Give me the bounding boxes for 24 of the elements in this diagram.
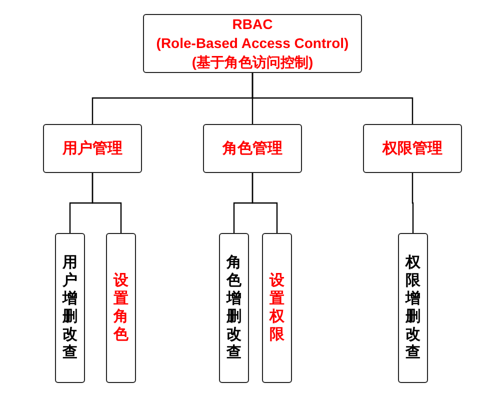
node-text: 权限管理 [382, 138, 442, 158]
node-text: (Role-Based Access Control) [156, 34, 349, 53]
vertical-box [262, 233, 292, 383]
connector-line [252, 173, 278, 233]
vertical-box [106, 233, 136, 383]
process-box [43, 124, 142, 173]
node-text: 用户增删改查 [62, 254, 78, 362]
vertical-box [55, 233, 85, 383]
node-text: 权限增删改查 [406, 254, 420, 362]
node-text: 设置角色 [114, 272, 128, 344]
connector-line [412, 173, 414, 233]
node-text: 设置权限 [270, 272, 284, 344]
node-text: RBAC [232, 15, 273, 34]
node-text: 角色增删改查 [226, 254, 242, 362]
vertical-box [219, 233, 249, 383]
node-text: (基于角色访问控制) [192, 53, 314, 72]
node-text: 用户管理 [62, 138, 122, 158]
process-box [203, 124, 302, 173]
node-text: 角色管理 [222, 138, 282, 158]
process-box [363, 124, 462, 173]
process-box [143, 14, 362, 73]
vertical-box [398, 233, 428, 383]
connector-line [92, 173, 122, 233]
connector-line [252, 73, 414, 124]
